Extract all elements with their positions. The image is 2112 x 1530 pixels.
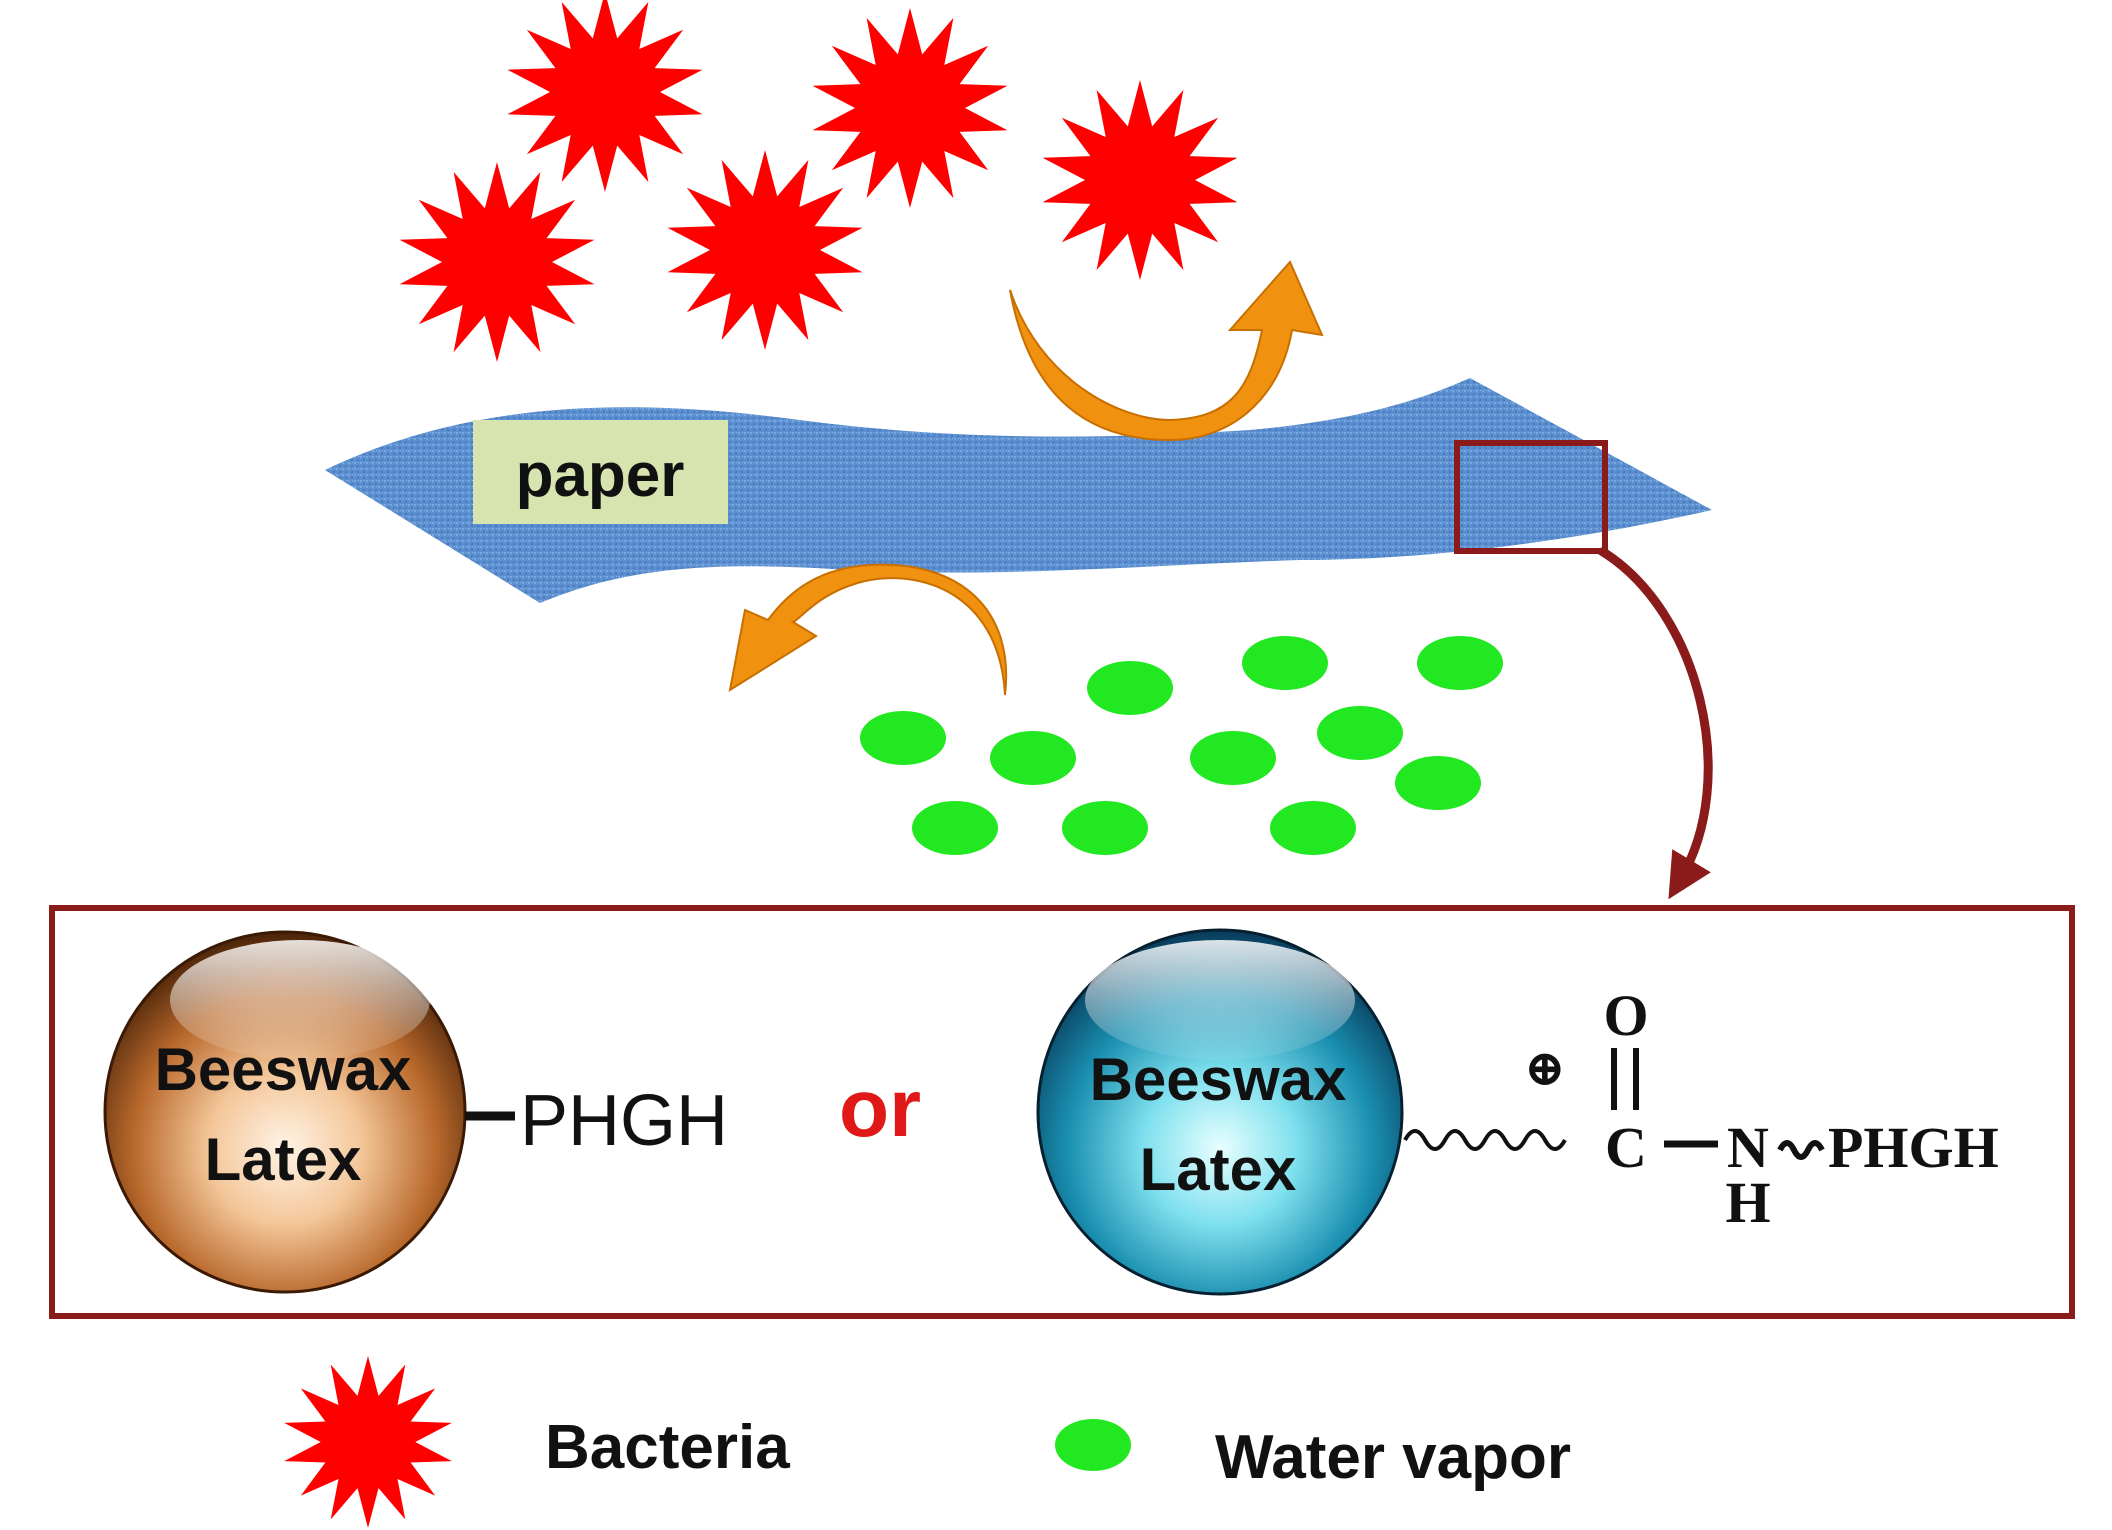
water-vapor-droplet-icon [990,731,1076,785]
group-left-phgh: PHGH [520,1081,728,1161]
water-vapor-droplet-icon [1242,636,1328,690]
water-vapor-droplet-icon [912,801,998,855]
atom-hydrogen: H [1725,1170,1770,1235]
orange-curved-arrow-icon [1009,260,1324,442]
paper-label: paper [516,441,685,510]
dark-red-zoom-arrow-icon [1597,546,1713,900]
legend-bacteria-icon [284,1356,452,1528]
water-vapor-droplet-icon [1395,756,1481,810]
water-vapor-droplet-icon [1087,661,1173,715]
bacteria-cluster [399,0,1238,362]
water-vapor-droplet-icon [1417,636,1503,690]
water-vapor-cluster [860,636,1503,855]
water-vapor-droplet-icon [1317,706,1403,760]
beeswax-latex-sphere-left [103,930,467,1294]
water-vapor-droplet-icon [860,711,946,765]
sphere-right-line2: Latex [1140,1136,1297,1203]
zoom-region-box [1454,440,1608,554]
bacteria-star-icon [284,1356,452,1528]
group-right-phgh: PHGH [1828,1115,1999,1180]
connector-or: or [839,1063,921,1154]
legend-water-label: Water vapor [1215,1423,1571,1492]
sphere-left-line1: Beeswax [155,1036,412,1103]
bacteria-star-icon [399,162,595,362]
legend-bacteria-label: Bacteria [545,1413,790,1482]
wavy-bond-short [1777,1140,1825,1160]
wavy-linker [1403,1129,1567,1151]
atom-carbon: C [1605,1115,1647,1180]
sphere-left-line2: Latex [205,1126,362,1193]
legend-water-vapor-icon [1055,1419,1131,1471]
bacteria-star-icon [1042,80,1238,280]
bacteria-star-icon [812,8,1008,208]
water-vapor-droplet-icon [1270,801,1356,855]
sphere-right-line1: Beeswax [1090,1046,1347,1113]
positive-charge: ⊕ [1524,1040,1566,1096]
bacteria-star-icon [667,150,863,350]
beeswax-latex-sphere-right [1036,928,1404,1296]
water-vapor-droplet-icon [1062,801,1148,855]
atom-oxygen: O [1603,983,1648,1048]
orange-curved-arrow-icon [728,563,1008,696]
bacteria-star-icon [507,0,703,192]
paper-label-box [473,420,728,524]
water-vapor-droplet-icon [1190,731,1276,785]
atom-nitrogen: N [1727,1115,1769,1180]
